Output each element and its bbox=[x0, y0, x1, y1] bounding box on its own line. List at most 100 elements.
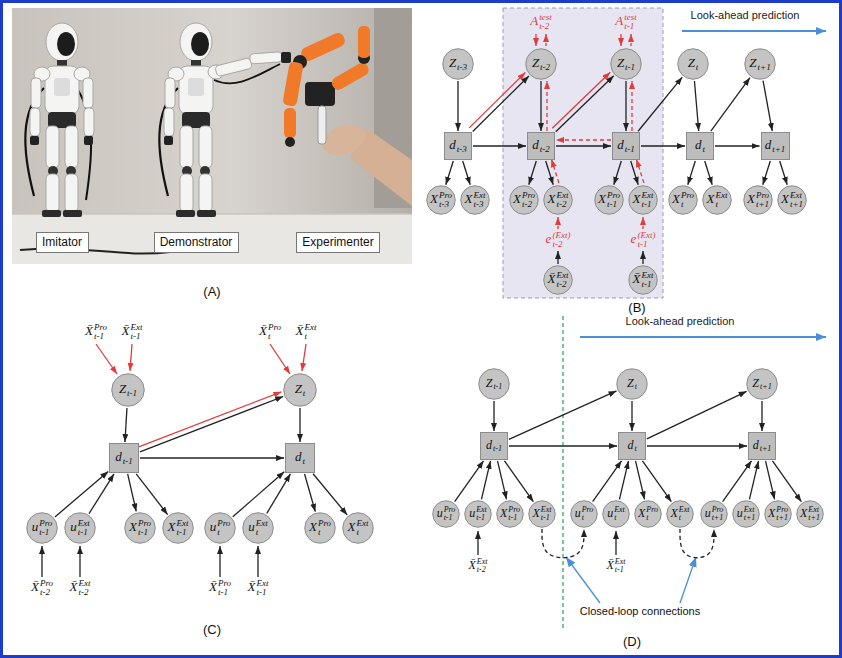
circle-shape bbox=[733, 501, 760, 528]
circle-shape bbox=[678, 49, 709, 80]
arrow-caption: Look-ahead prediction bbox=[626, 315, 735, 328]
math-symbol: X̄ bbox=[633, 271, 641, 286]
target-label: Atestt-2 bbox=[530, 13, 551, 31]
superscript: Ext bbox=[256, 579, 268, 588]
script-stack: Extt-2 bbox=[477, 558, 488, 574]
variable-name: Zt-1 bbox=[119, 382, 137, 398]
variable-name: XProt-1 bbox=[598, 191, 620, 209]
variable-name: XExtt-3 bbox=[465, 191, 486, 209]
state-box: dt+1 bbox=[761, 132, 790, 160]
variable-name: XExtt+1 bbox=[781, 191, 803, 209]
script-stack: Prot bbox=[681, 191, 694, 209]
posterior-arrows bbox=[535, 34, 536, 46]
math-symbol: X bbox=[309, 519, 317, 534]
input-label: X̄Extt-1 bbox=[606, 558, 625, 574]
node-text: Zt-2 bbox=[532, 56, 550, 72]
superscript: Ext bbox=[641, 271, 653, 280]
node-text: XProt bbox=[309, 519, 331, 537]
error-arrows bbox=[557, 217, 558, 229]
node-text: uExtt bbox=[607, 506, 625, 522]
subscript: t+1 bbox=[772, 144, 785, 154]
math-symbol: X̄ bbox=[548, 271, 556, 286]
circle-shape bbox=[747, 369, 778, 400]
math-symbol: X bbox=[672, 191, 680, 206]
subscript: t-1 bbox=[607, 200, 620, 209]
superscript: test bbox=[624, 13, 637, 22]
node-text: XProt bbox=[672, 191, 694, 209]
math-symbol: X̄ bbox=[468, 558, 475, 572]
math-symbol: Z bbox=[449, 55, 456, 70]
superscript: Pro bbox=[756, 191, 769, 200]
dependency-arrow bbox=[540, 81, 541, 131]
superscript: Ext bbox=[556, 191, 568, 200]
math-symbol: X bbox=[747, 191, 755, 206]
variable-name: XProt-2 bbox=[513, 191, 535, 209]
lookahead-arrow bbox=[580, 336, 826, 338]
superscript: (Ext) bbox=[637, 231, 655, 240]
node-text: Zt bbox=[627, 377, 637, 392]
circle-shape bbox=[163, 513, 194, 544]
dependency-arrow bbox=[233, 472, 284, 517]
superscript: Pro bbox=[218, 579, 231, 588]
input-arrows bbox=[615, 531, 616, 555]
math-symbol: X bbox=[129, 519, 137, 534]
master-arm-device bbox=[318, 106, 326, 144]
math-symbol: X bbox=[513, 191, 521, 206]
imitator-robot bbox=[46, 126, 59, 168]
script-stack: Extt-1 bbox=[541, 506, 552, 522]
math-symbol: d bbox=[295, 449, 302, 464]
dependency-arrow bbox=[614, 161, 621, 185]
subscript: t-1 bbox=[641, 200, 653, 209]
circle-shape bbox=[427, 186, 456, 215]
superscript: Ext bbox=[556, 271, 568, 280]
dependency-arrow bbox=[136, 474, 167, 515]
superscript: Ext bbox=[78, 519, 90, 528]
variable-circle: XExtt-3 bbox=[460, 185, 490, 215]
script-stack: testt-2 bbox=[539, 13, 552, 31]
imitator-robot bbox=[65, 126, 78, 168]
dependency-arrow bbox=[715, 145, 760, 146]
master-arm-device bbox=[299, 31, 347, 63]
variable-name: dt-1 bbox=[617, 138, 635, 154]
circle-shape bbox=[703, 186, 732, 215]
imitator-robot bbox=[57, 32, 75, 56]
demonstrator-robot bbox=[281, 52, 291, 63]
input-label: X̄Extt-2 bbox=[468, 558, 487, 574]
subscript: t+1 bbox=[744, 514, 756, 522]
math-symbol: d bbox=[765, 137, 772, 152]
circle-shape bbox=[765, 501, 792, 528]
inference-connector bbox=[636, 159, 643, 183]
dependency-arrow bbox=[593, 461, 622, 502]
script-stack: Prot+1 bbox=[776, 506, 788, 522]
panel-letter: (B) bbox=[628, 300, 645, 316]
inference-window bbox=[503, 8, 663, 298]
variable-name: dt+1 bbox=[765, 138, 786, 154]
subscript: t bbox=[681, 200, 694, 209]
node-text: dt bbox=[695, 138, 705, 154]
error-arrows bbox=[557, 251, 558, 264]
variable-name: uExtt-1 bbox=[469, 506, 487, 522]
node-text: uProt+1 bbox=[705, 506, 724, 522]
circle-shape bbox=[571, 501, 598, 528]
demonstrator-robot bbox=[165, 78, 175, 108]
math-symbol: u bbox=[575, 506, 581, 520]
math-symbol: u bbox=[437, 506, 443, 520]
variable-name: uProt bbox=[575, 506, 594, 522]
node-text: Experimenter bbox=[302, 235, 373, 249]
variable-circle: XProt-2 bbox=[509, 185, 539, 215]
math-symbol: d bbox=[486, 438, 492, 452]
subscript: t-3 bbox=[439, 200, 452, 209]
arrow-caption: Look-ahead prediction bbox=[691, 9, 800, 22]
state-box: dt-1 bbox=[109, 443, 139, 473]
subscript: t-1 bbox=[94, 332, 107, 341]
variable-name: XExtt bbox=[707, 191, 728, 209]
circle-shape bbox=[27, 513, 58, 544]
dependency-arrow bbox=[723, 461, 752, 502]
panel-letter: (A) bbox=[203, 284, 220, 300]
subscript: t+1 bbox=[790, 200, 803, 209]
subscript: t bbox=[356, 528, 368, 537]
demonstrator-robot bbox=[164, 136, 173, 145]
math-symbol: e bbox=[631, 231, 637, 246]
variable-name: dt-1 bbox=[115, 450, 133, 466]
demonstrator-robot bbox=[176, 210, 195, 217]
